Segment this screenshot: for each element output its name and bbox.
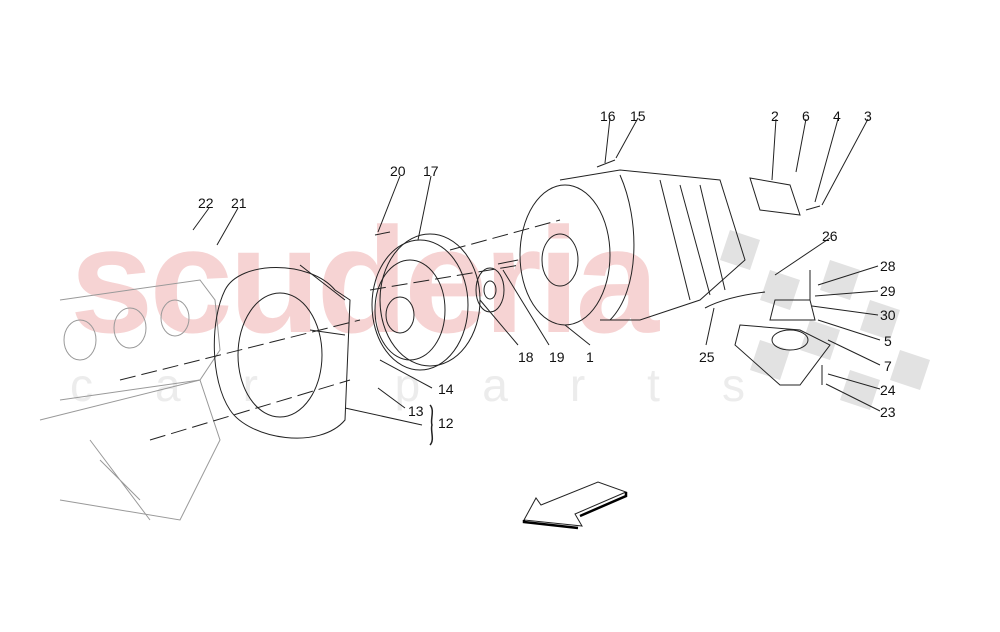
part-label-26[interactable]: 26	[822, 228, 838, 244]
part-label-6[interactable]: 6	[802, 108, 810, 124]
part-label-7[interactable]: 7	[884, 358, 892, 374]
part-label-24[interactable]: 24	[880, 382, 896, 398]
part-label-4[interactable]: 4	[833, 108, 841, 124]
part-label-19[interactable]: 19	[549, 349, 565, 365]
part-label-3[interactable]: 3	[864, 108, 872, 124]
part-label-25[interactable]: 25	[699, 349, 715, 365]
part-label-23[interactable]: 23	[880, 404, 896, 420]
part-label-13[interactable]: 13	[408, 403, 424, 419]
arrow-southwest-icon	[522, 481, 628, 530]
part-label-1[interactable]: 1	[586, 349, 594, 365]
part-label-20[interactable]: 20	[390, 163, 406, 179]
part-label-17[interactable]: 17	[423, 163, 439, 179]
part-label-14[interactable]: 14	[438, 381, 454, 397]
part-label-12[interactable]: 12	[438, 415, 454, 431]
part-label-18[interactable]: 18	[518, 349, 534, 365]
watermark-main: scuderia	[70, 196, 659, 364]
part-label-5[interactable]: 5	[884, 333, 892, 349]
part-label-22[interactable]: 22	[198, 195, 214, 211]
part-label-28[interactable]: 28	[880, 258, 896, 274]
part-label-2[interactable]: 2	[771, 108, 779, 124]
part-label-29[interactable]: 29	[880, 283, 896, 299]
part-label-16[interactable]: 16	[600, 108, 616, 124]
watermark-sub: car parts	[70, 359, 807, 411]
part-label-21[interactable]: 21	[231, 195, 247, 211]
part-label-15[interactable]: 15	[630, 108, 646, 124]
checkered-flag-graphic	[720, 230, 930, 410]
part-label-30[interactable]: 30	[880, 307, 896, 323]
